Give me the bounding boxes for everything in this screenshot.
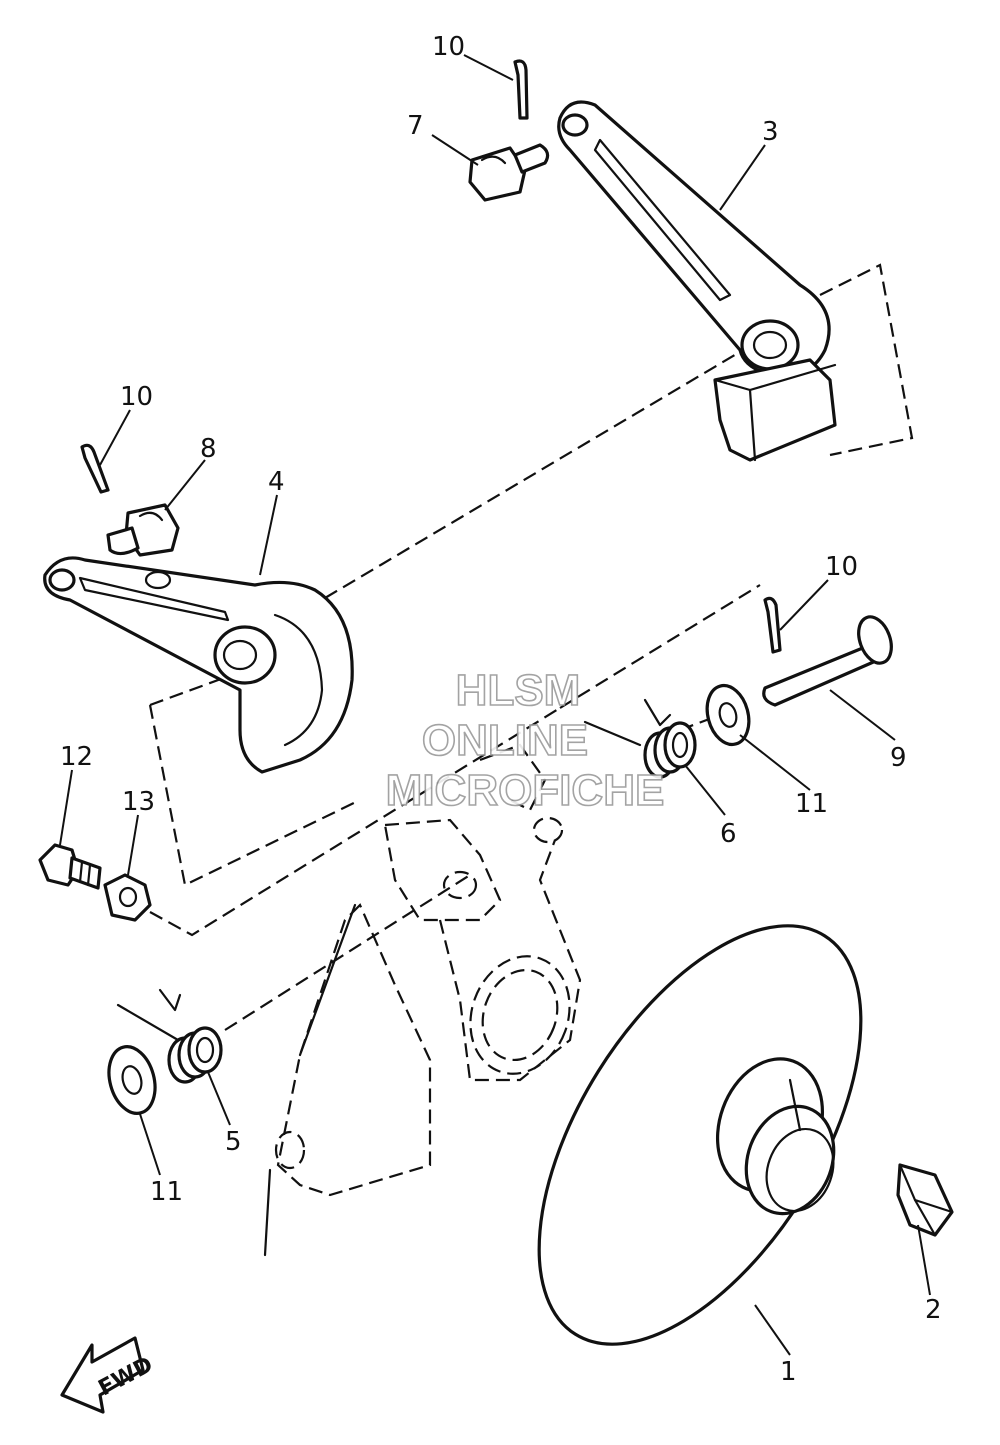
part-7-clevis-joint	[468, 143, 550, 202]
callout-11-left: 11	[150, 1177, 183, 1207]
part-3-lever-arm	[557, 100, 837, 462]
callout-5: 5	[225, 1127, 242, 1157]
callout-labels: 1 2 3 4 5 6 7 8 9 10 10 10 11 11 12 13	[60, 32, 942, 1387]
part-9-pin	[762, 615, 893, 707]
callout-8: 8	[200, 434, 217, 464]
callout-2: 2	[925, 1295, 942, 1325]
callout-13: 13	[122, 787, 155, 817]
part-13-nut	[103, 873, 152, 922]
part-6-torsion-spring	[583, 698, 697, 779]
callout-10-left: 10	[120, 382, 153, 412]
watermark-line-3: MICROFICHE	[386, 766, 665, 815]
part-8-clevis-joint	[106, 503, 180, 557]
callout-7: 7	[407, 111, 424, 141]
fwd-arrow-indicator: FWD	[60, 1336, 157, 1414]
callout-11-right: 11	[795, 789, 828, 819]
part-1-sheave-disc	[537, 924, 863, 1346]
part-11-washers	[107, 683, 751, 1115]
callout-9: 9	[890, 743, 907, 773]
callout-10-upper: 10	[432, 32, 465, 62]
part-12-bolt	[38, 843, 102, 890]
callout-3: 3	[762, 117, 779, 147]
callout-10-right: 10	[825, 552, 858, 582]
callout-6: 6	[720, 819, 737, 849]
watermark: HLSM ONLINE MICROFICHE	[385, 665, 665, 816]
bracket-housing	[263, 743, 582, 1257]
part-4-lever-arm	[43, 556, 354, 774]
callout-1: 1	[780, 1357, 797, 1387]
watermark-line-1: HLSM	[456, 666, 581, 715]
watermark-line-2: ONLINE	[422, 716, 588, 765]
part-2-key	[896, 1163, 954, 1237]
callout-leader-lines	[59, 54, 931, 1356]
part-10-cotter-pins	[80, 59, 782, 654]
callout-12: 12	[60, 742, 93, 772]
callout-4: 4	[268, 467, 285, 497]
part-5-torsion-spring	[116, 988, 223, 1084]
